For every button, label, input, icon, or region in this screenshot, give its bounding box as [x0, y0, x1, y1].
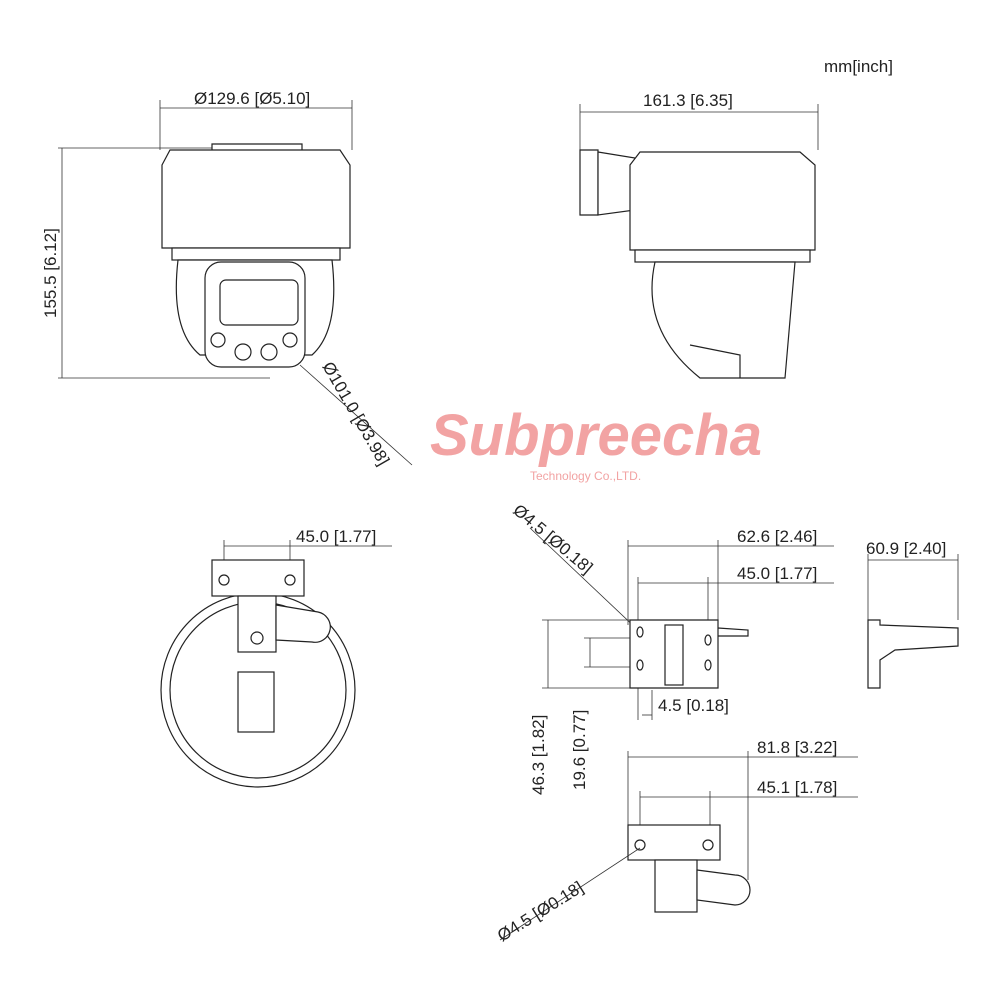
bracket-hole-vertical-spacing-label: 19.6 [0.77]: [570, 710, 589, 790]
bottom-view: 45.0 [1.77]: [160, 527, 392, 788]
bracket-top-view: 81.8 [3.22] 45.1 [1.78] Ø4.5 [Ø0.18]: [494, 738, 858, 945]
bracket-height-label: 46.3 [1.82]: [529, 715, 548, 795]
lens-diameter-label: Ø101.0 [Ø3.98]: [319, 359, 394, 469]
bracket-top-hole-spacing-label: 45.1 [1.78]: [757, 778, 837, 797]
bottom-hole-spacing-label: 45.0 [1.77]: [296, 527, 376, 546]
bracket-side-view: 60.9 [2.40]: [866, 539, 959, 689]
watermark: Subpreecha Technology Co.,LTD.: [430, 403, 762, 483]
side-width-label: 161.3 [6.35]: [643, 91, 733, 110]
bracket-hole-spacing-label: 45.0 [1.77]: [737, 564, 817, 583]
front-view: Ø129.6 [Ø5.10] 155.5 [6.12] Ø101.0 [Ø3.9…: [41, 89, 413, 469]
watermark-brand: Subpreecha: [430, 403, 762, 468]
units-label: mm[inch]: [824, 57, 893, 76]
side-view: 161.3 [6.35]: [579, 91, 819, 379]
bracket-depth-label: 60.9 [2.40]: [866, 539, 946, 558]
bracket-hole-diameter-label: Ø4.5 [Ø0.18]: [509, 501, 596, 578]
bracket-width-label: 62.6 [2.46]: [737, 527, 817, 546]
bracket-length-label: 81.8 [3.22]: [757, 738, 837, 757]
front-diameter-label: Ø129.6 [Ø5.10]: [194, 89, 310, 108]
bracket-slot-width-label: 4.5 [0.18]: [658, 696, 729, 715]
front-height-label: 155.5 [6.12]: [41, 228, 60, 318]
watermark-subtitle: Technology Co.,LTD.: [530, 469, 641, 483]
bracket-top-hole-diameter-label: Ø4.5 [Ø0.18]: [494, 878, 587, 946]
